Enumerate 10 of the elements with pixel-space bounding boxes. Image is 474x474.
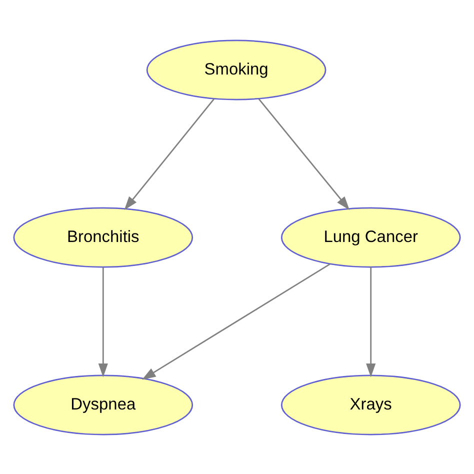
arrow [124,98,215,210]
node-ellipse: Lung Cancer [280,206,461,268]
arrow [258,98,350,210]
node-ellipse: Xrays [280,374,461,435]
node-ellipse: Smoking [146,39,326,100]
node-ellipse: Dyspnea [13,374,194,435]
arrow [366,266,376,377]
arrow [98,266,108,377]
arrow [142,262,331,380]
node-ellipse: Bronchitis [13,206,194,268]
